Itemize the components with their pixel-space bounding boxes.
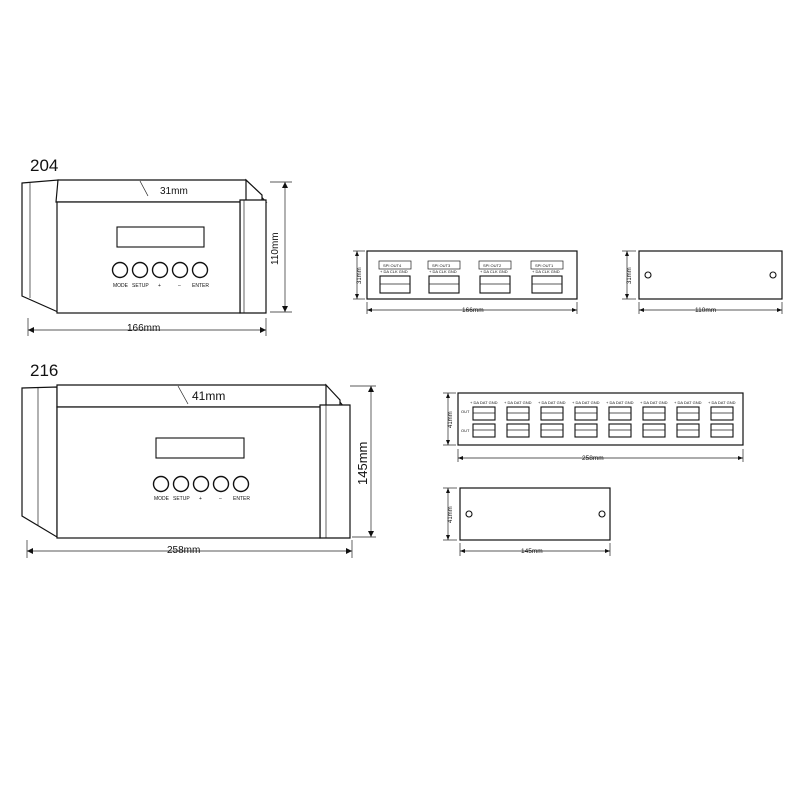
model-216-width-dimension: 258mm (26, 540, 353, 558)
model-204-button-plus (151, 261, 169, 279)
connector (608, 406, 632, 421)
model-204-button-setup (131, 261, 149, 279)
connector (676, 406, 700, 421)
model-204-height-dimension: 110mm (270, 181, 292, 313)
model-216-port-pin-label: + DA DAT GND (470, 400, 498, 405)
connector (710, 423, 734, 438)
model-216-height-dimension: 145mm (350, 385, 376, 538)
connector (472, 423, 496, 438)
model-216-lcd (155, 437, 245, 459)
model-216-port-1: + DA DAT GND (470, 400, 498, 438)
model-204-lcd (116, 226, 205, 248)
model-216-button-mode (152, 475, 170, 493)
model-216-port-pin-label: + DA DAT GND (504, 400, 532, 405)
model-216-button-plus (192, 475, 210, 493)
connector (540, 406, 564, 421)
model-216-side-width-label: 145mm (521, 548, 543, 555)
model-204-width-label: 166mm (127, 323, 160, 334)
model-204-height-label: 110mm (270, 232, 281, 265)
model-204-back-height-label: 31mm (357, 267, 363, 284)
model-204-port-3: SPI OUT2 + DA CLK GND (478, 260, 512, 294)
svg-text:OUT: OUT (461, 428, 470, 433)
model-216-label-setup: SETUP (173, 496, 190, 502)
model-216-port-pin-label: + DA DAT GND (606, 400, 634, 405)
model-204-button-mode (111, 261, 129, 279)
model-204-label-setup: SETUP (132, 283, 149, 289)
model-216-label-minus: – (219, 496, 222, 502)
svg-text:SPI OUT4: SPI OUT4 (383, 263, 402, 268)
connector (642, 406, 666, 421)
connector (608, 423, 632, 438)
screw-icon (769, 271, 777, 279)
svg-text:+ DA CLK GND: + DA CLK GND (480, 269, 508, 274)
model-216-front-view: MODE SETUP + – ENTER (21, 383, 351, 539)
connector (574, 406, 598, 421)
svg-text:SPI OUT2: SPI OUT2 (483, 263, 502, 268)
model-216-back-width-label: 258mm (582, 455, 604, 462)
model-216-port-8: + DA DAT GND (708, 400, 736, 438)
model-216-port-pin-label: + DA DAT GND (640, 400, 668, 405)
connector (472, 406, 496, 421)
model-204-label-minus: – (178, 283, 181, 289)
model-204-button-minus (171, 261, 189, 279)
connector (574, 423, 598, 438)
model-216-button-setup (172, 475, 190, 493)
model-216-port-2: + DA DAT GND (504, 400, 532, 438)
model-204-side-height-label: 31mm (627, 267, 633, 284)
connector (540, 423, 564, 438)
model-204-port-4: SPI OUT1 + DA CLK GND (530, 260, 564, 294)
model-216-back-view: OUT OUT + DA DAT GND + DA DAT GND + DA DAT… (443, 392, 744, 462)
model-216-port-6: + DA DAT GND (640, 400, 668, 438)
model-216-width-label: 258mm (167, 545, 200, 556)
svg-text:OUT: OUT (461, 409, 470, 414)
model-204-label-enter: ENTER (192, 283, 209, 289)
model-204-side-width-label: 110mm (695, 307, 716, 314)
svg-text:+ DA CLK GND: + DA CLK GND (429, 269, 457, 274)
model-216-port-pin-label: + DA DAT GND (538, 400, 566, 405)
model-204-front-view: MODE SETUP + – ENTER (21, 178, 268, 314)
model-204-button-enter (191, 261, 209, 279)
connector (506, 406, 530, 421)
svg-text:SPI OUT1: SPI OUT1 (535, 263, 554, 268)
model-204-port-1: SPI OUT4 + DA CLK GND (378, 260, 412, 294)
model-204-title: 204 (30, 156, 58, 175)
model-216-back-height-label: 41mm (448, 411, 454, 428)
model-216-port-pin-label: + DA DAT GND (708, 400, 736, 405)
model-204-width-dimension: 166mm (27, 318, 267, 336)
model-216-port-4: + DA DAT GND (572, 400, 600, 438)
svg-text:+ DA CLK GND: + DA CLK GND (380, 269, 408, 274)
connector (676, 423, 700, 438)
model-216-height-label: 145mm (355, 442, 370, 485)
model-216-side-height-label: 41mm (448, 506, 454, 523)
model-204-back-view: SPI OUT4 + DA CLK GND SPI OUT3 + DA CLK … (353, 250, 578, 314)
model-216-depth-label: 41mm (192, 389, 225, 403)
connector (710, 406, 734, 421)
screw-icon (598, 510, 606, 518)
screw-icon (465, 510, 473, 518)
model-204-depth-label: 31mm (160, 186, 188, 197)
model-216-label-plus: + (199, 496, 202, 502)
svg-text:+ DA CLK GND: + DA CLK GND (532, 269, 560, 274)
model-204-side-view: 31mm 110mm (622, 250, 783, 314)
model-204-back-width-label: 166mm (462, 307, 484, 314)
model-216-button-enter (232, 475, 250, 493)
model-204-label-mode: MODE (113, 283, 129, 289)
model-204-port-2: SPI OUT3 + DA CLK GND (427, 260, 461, 294)
model-216-port-pin-label: + DA DAT GND (674, 400, 702, 405)
model-216-side-view: 41mm 145mm (443, 487, 611, 556)
connector (506, 423, 530, 438)
model-216-button-minus (212, 475, 230, 493)
model-216-port-5: + DA DAT GND (606, 400, 634, 438)
screw-icon (644, 271, 652, 279)
model-216-label-mode: MODE (154, 496, 170, 502)
model-216-port-pin-label: + DA DAT GND (572, 400, 600, 405)
model-216-title: 216 (30, 361, 58, 380)
model-204-label-plus: + (158, 283, 161, 289)
model-216-label-enter: ENTER (233, 496, 250, 502)
svg-text:SPI OUT3: SPI OUT3 (432, 263, 451, 268)
model-216-port-7: + DA DAT GND (674, 400, 702, 438)
model-216-port-3: + DA DAT GND (538, 400, 566, 438)
connector (642, 423, 666, 438)
